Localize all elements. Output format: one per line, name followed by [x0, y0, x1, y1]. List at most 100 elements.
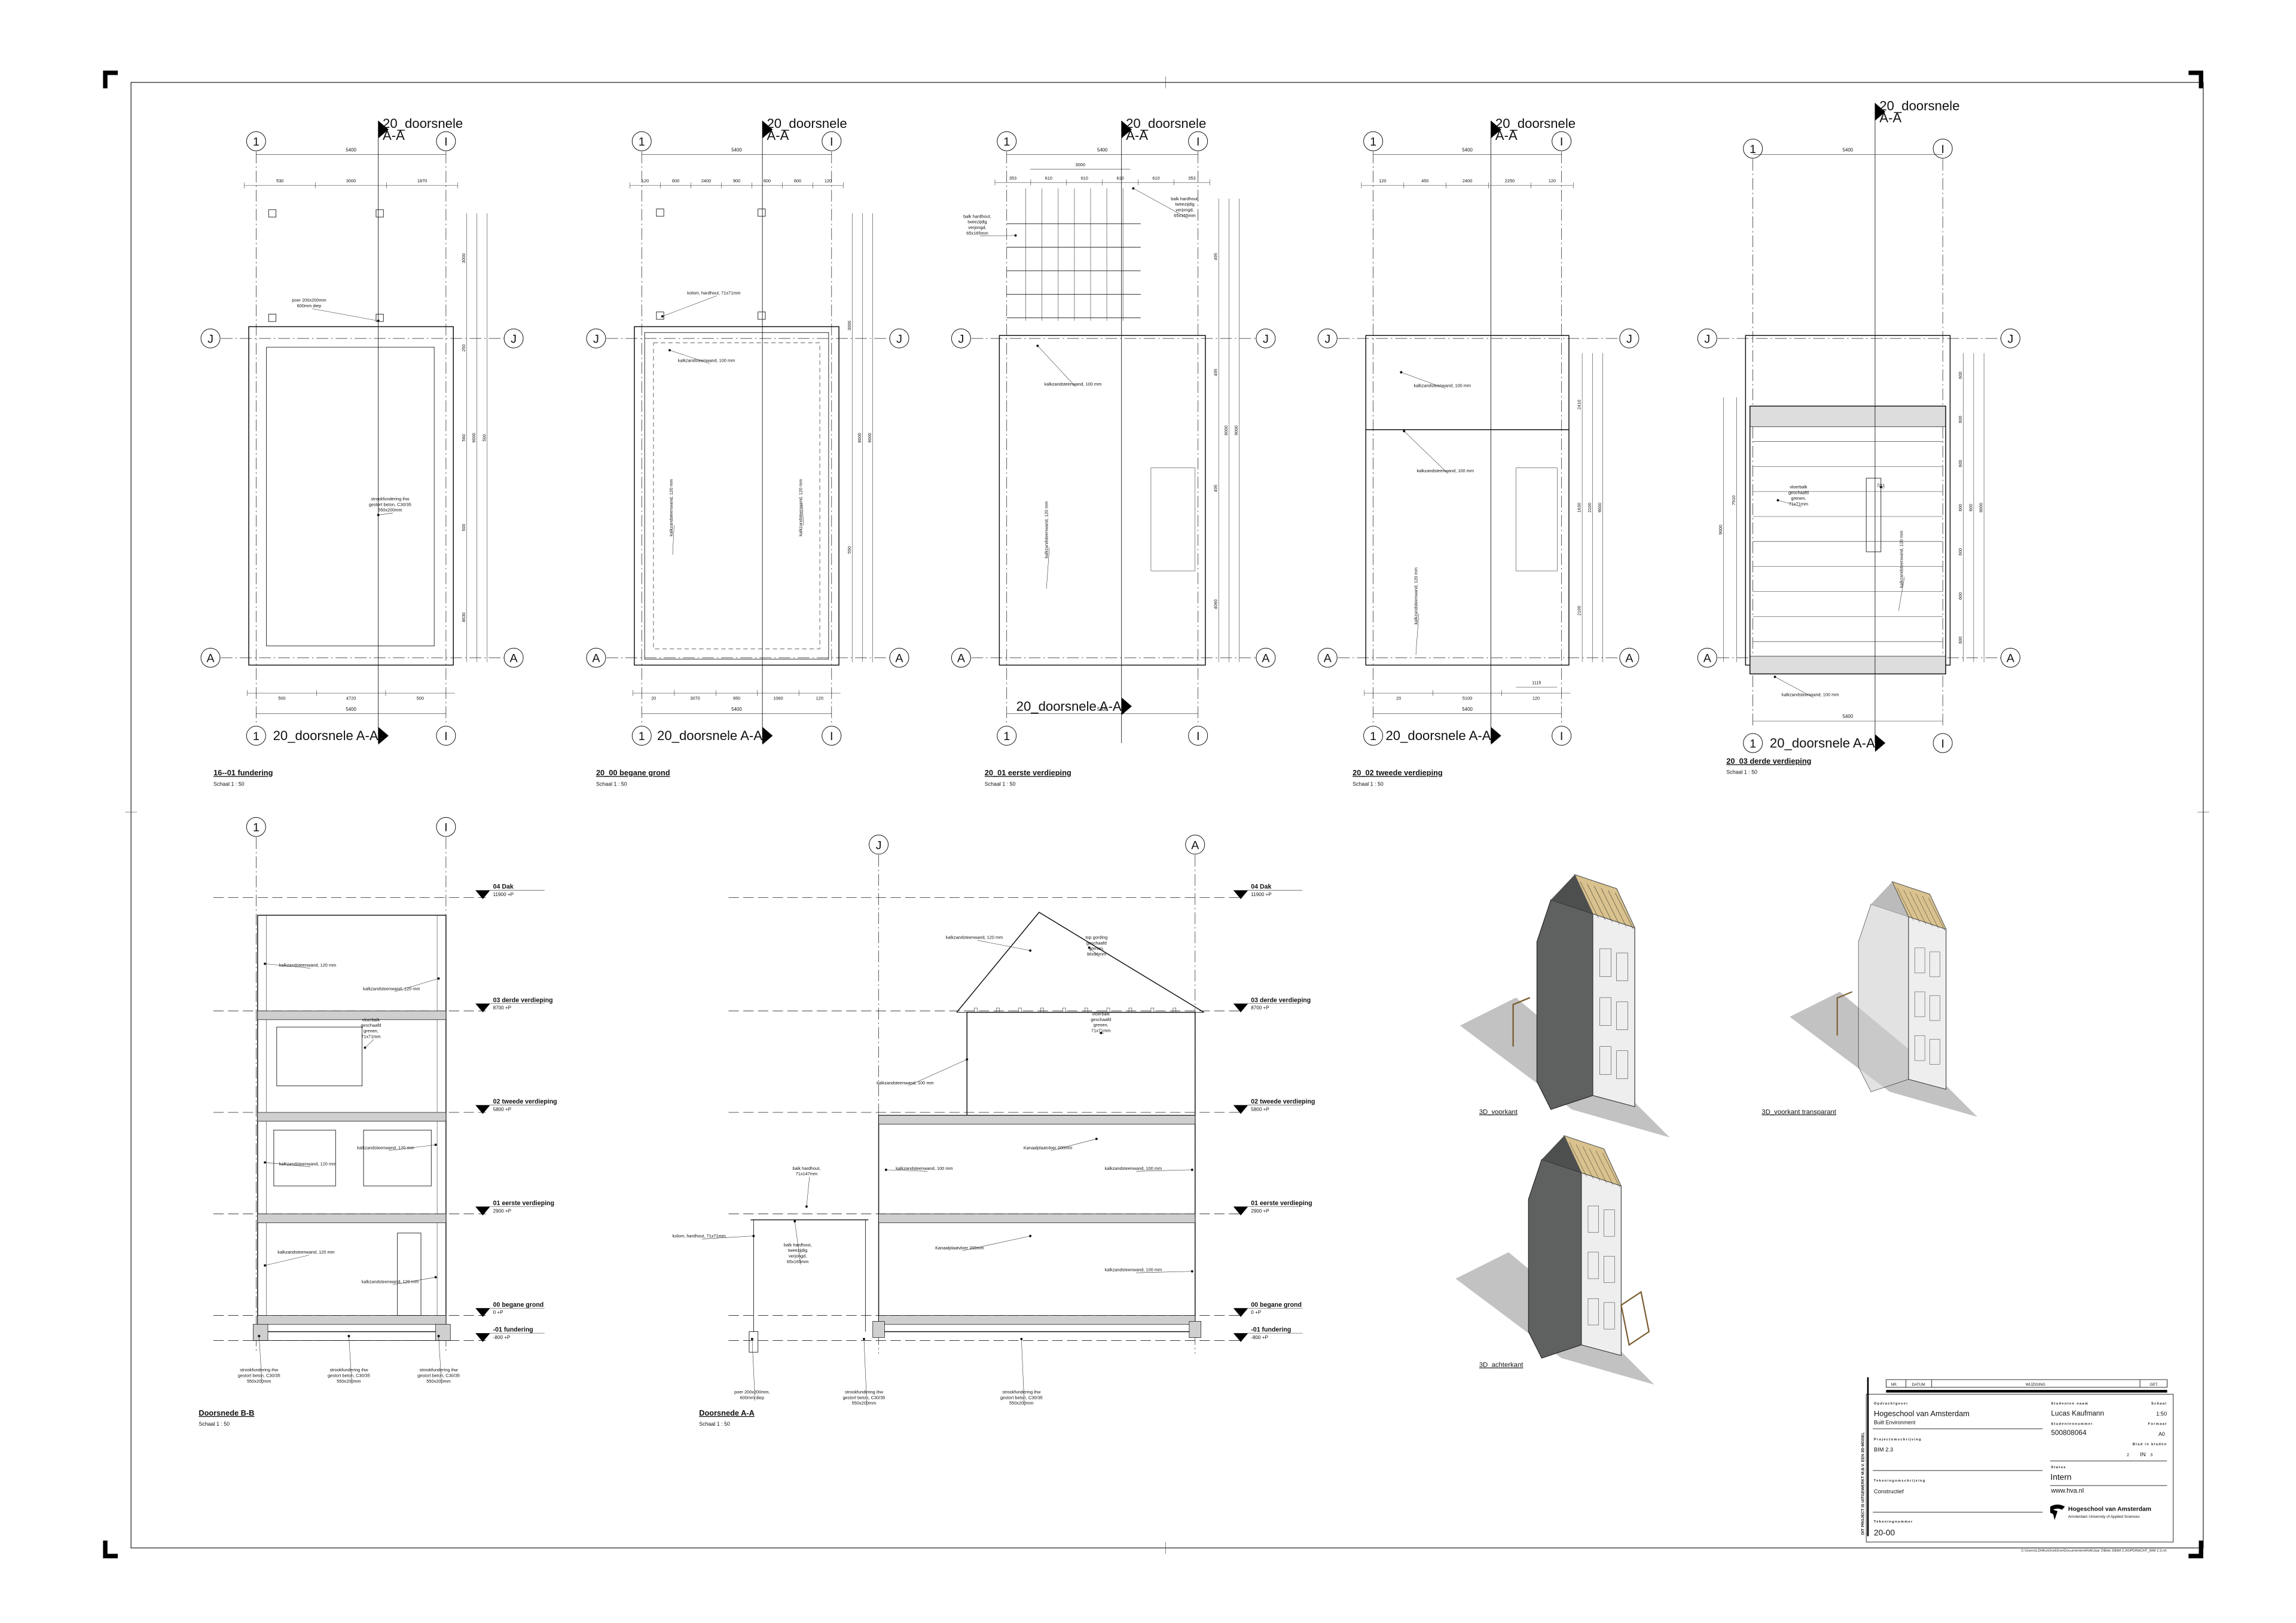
- view-title: 3D_achterkant: [1479, 1362, 1523, 1369]
- annotation-text: gestort beton, C30/35: [328, 1373, 370, 1378]
- dimension-text: 2400: [701, 178, 711, 184]
- grid-bubble: J: [869, 835, 889, 855]
- grid-label: 1: [1370, 730, 1376, 743]
- annotation-text: 71x71mm: [1091, 1028, 1110, 1033]
- front-facade: [1592, 913, 1635, 1108]
- annotation-text: 96x96mm: [1087, 951, 1106, 956]
- dimension-text: 500: [417, 695, 424, 701]
- dimension-text: 1630: [1577, 503, 1582, 512]
- field-label: Formaat: [2148, 1423, 2167, 1426]
- grid-label: 1: [253, 821, 259, 835]
- annotation-text: kalkzandsteenwand, 120 mm: [357, 1145, 414, 1150]
- grid-bubble: A: [586, 647, 606, 668]
- rafter: [1897, 888, 1914, 921]
- window: [1604, 1209, 1615, 1237]
- floor-slab: [257, 1010, 447, 1020]
- joist: [1018, 1007, 1022, 1013]
- annotation: kalkzandsteenwand, 120 mm: [264, 962, 336, 968]
- leader-dot: [805, 1205, 808, 1208]
- leader-line: [312, 308, 378, 321]
- grid-bubble: 1: [246, 726, 266, 746]
- rafter: [1608, 890, 1627, 927]
- leader-line: [1051, 1138, 1097, 1151]
- leader-line: [378, 512, 393, 515]
- annotation-text: vloerbalk: [1790, 484, 1808, 490]
- dimension-text: 120: [825, 178, 832, 184]
- dimension-text: 5400: [1097, 707, 1108, 712]
- dimension-text: 495: [1213, 485, 1219, 492]
- opening: [1516, 467, 1558, 571]
- window: [1915, 1035, 1925, 1061]
- student-name: Lucas Kaufmann: [2051, 1409, 2104, 1417]
- section-cut-label: A-A: [1126, 128, 1148, 143]
- annotation-text: poer 200x200mm: [292, 298, 326, 303]
- side-wall: [1536, 899, 1593, 1110]
- annotation-text: geschaafd: [1086, 940, 1107, 946]
- level-name: -01 fundering: [493, 1326, 533, 1334]
- annotation-text: poer 200x200mm,: [734, 1389, 770, 1395]
- leader-dot: [1190, 1168, 1193, 1171]
- leader-dot: [1400, 371, 1403, 374]
- rafter: [1903, 890, 1921, 923]
- grid-label: J: [958, 333, 964, 346]
- dimension-text: 9000: [1597, 503, 1602, 512]
- revision-header: GET.: [2150, 1383, 2158, 1387]
- sheet-number: 2: [2127, 1453, 2129, 1457]
- annotation-text: tweezijdig: [788, 1248, 807, 1253]
- dimension-text: 2100: [1577, 606, 1582, 615]
- annotation-text: Kanaalplaatvloer 200mm: [1024, 1145, 1073, 1150]
- dimension-text: 353: [1188, 175, 1195, 181]
- opening: [273, 1129, 336, 1187]
- grid-label: 1: [253, 136, 259, 149]
- joist: [1040, 1007, 1044, 1013]
- opening: [276, 1026, 363, 1086]
- grid-bubble: A: [951, 647, 971, 668]
- leader-line: [388, 1144, 436, 1151]
- annotation-text: balk hardhout,: [1171, 196, 1199, 201]
- section-cut-label: A-A: [383, 128, 405, 143]
- opening: [363, 1129, 432, 1187]
- grid-bubble: 1: [631, 131, 652, 151]
- level-elevation: 2900 +P: [493, 1208, 511, 1214]
- rafter: [1589, 1148, 1607, 1184]
- dimension-text: 5400: [1843, 148, 1854, 153]
- section-cut-label: 20_doorsnele: [767, 116, 847, 131]
- grid-label: I: [830, 136, 833, 149]
- dimension-text: 5400: [1462, 148, 1473, 153]
- leader-dot: [1773, 676, 1776, 678]
- leader-dot: [258, 1335, 261, 1337]
- grid-bubble: J: [889, 328, 909, 349]
- leader-line: [806, 1176, 810, 1207]
- dimension-text: 120: [816, 695, 823, 701]
- window: [1599, 997, 1611, 1026]
- drawing-number: 20-00: [1874, 1529, 1895, 1538]
- revision-table: [1885, 1379, 2167, 1388]
- level-elevation: 2900 +P: [1251, 1208, 1269, 1214]
- level-marker-icon: [475, 890, 490, 899]
- field-label: Opdrachtgever: [1874, 1402, 1909, 1406]
- grid-bubble: 1: [1743, 139, 1763, 159]
- grid-bubble: 1: [1363, 131, 1384, 151]
- grid-label: A: [1262, 652, 1270, 665]
- annotation: kalkzandsteenwand, 120 mm: [1898, 531, 1905, 611]
- leader-line: [977, 940, 1031, 951]
- dimension-text: 495: [1213, 253, 1219, 260]
- sheet-in: IN: [2140, 1451, 2145, 1457]
- grid-bubble: J: [1619, 328, 1639, 349]
- rafter: [1569, 1142, 1587, 1177]
- level-elevation: 0 +P: [493, 1310, 503, 1315]
- grid-label: A: [1324, 652, 1332, 665]
- house-3d-model: [1460, 874, 1670, 1138]
- view-scale: Schaal 1 : 50: [1352, 781, 1384, 787]
- sheet-total: 3: [2150, 1453, 2152, 1457]
- grid-bubble: A: [1256, 647, 1276, 668]
- section-cut-label: 20_doorsnele A-A: [1016, 699, 1122, 714]
- grid-bubble: I: [1188, 726, 1208, 746]
- dimension-text: 9000: [471, 433, 477, 442]
- grid-bubble: A: [889, 647, 909, 668]
- gable: [1550, 875, 1593, 914]
